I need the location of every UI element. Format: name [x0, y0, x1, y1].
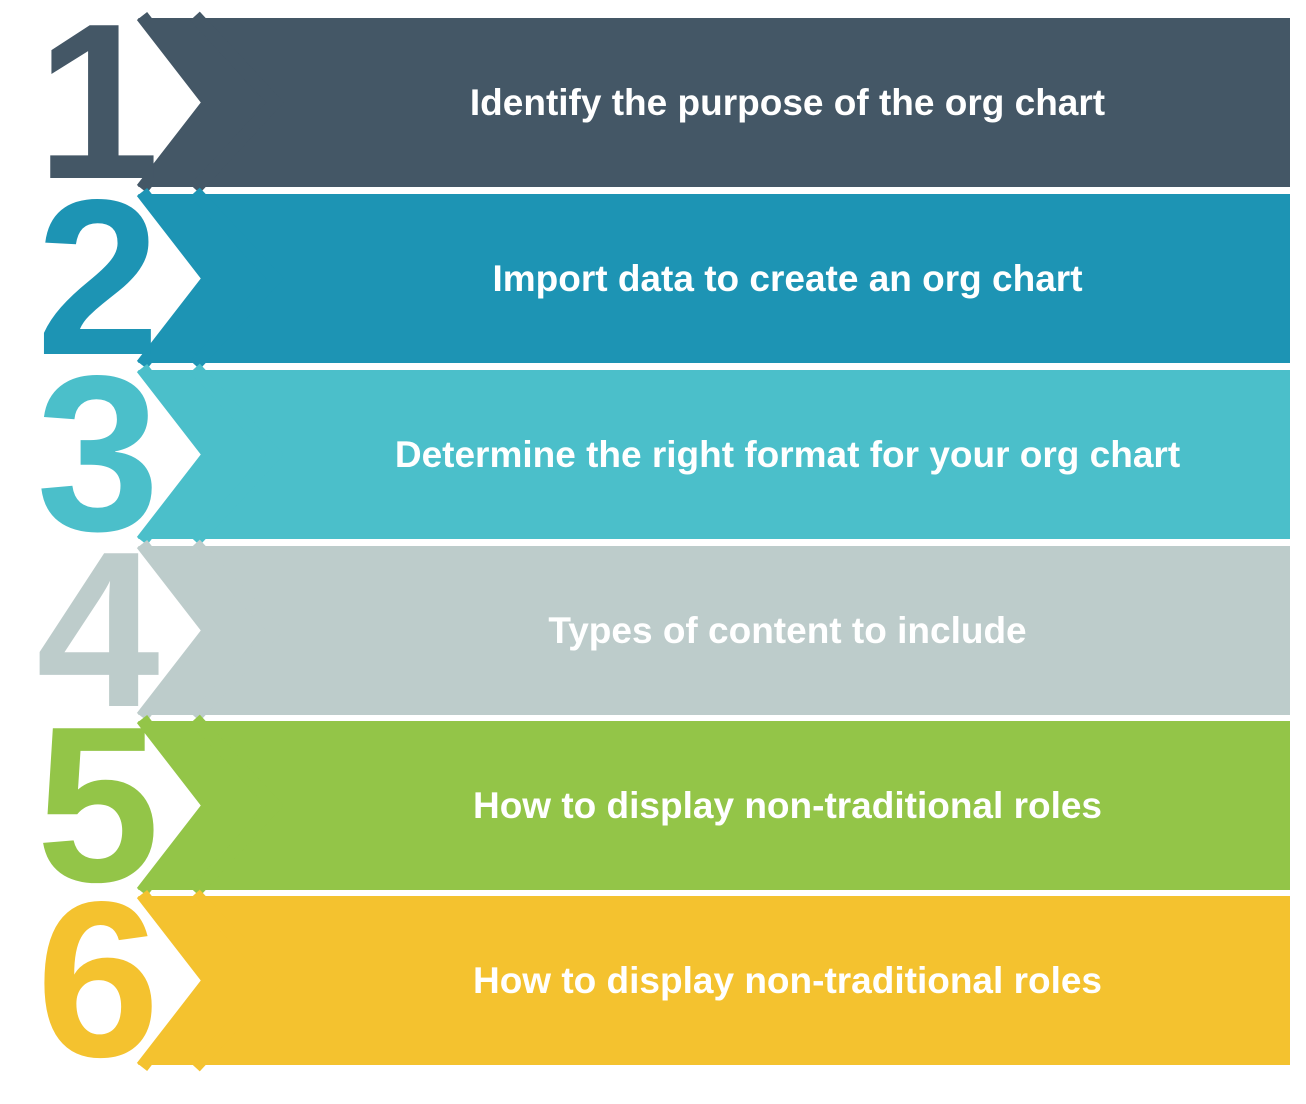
step-label: Import data to create an org chart [492, 258, 1083, 299]
step-banner [136, 539, 1290, 722]
step-label: How to display non-traditional roles [472, 785, 1103, 826]
step-banner [136, 714, 1290, 897]
step-number: 3 [36, 330, 159, 578]
step-4: 4 Types of content to include [0, 506, 1306, 754]
step-6: 6 How to display non-traditional roles [0, 856, 1306, 1104]
step-number: 4 [36, 506, 159, 754]
step-number: 2 [36, 154, 159, 402]
step-label: Determine the right format for your org … [394, 434, 1181, 475]
step-banner [136, 889, 1290, 1072]
step-number: 5 [36, 681, 159, 929]
step-label: Types of content to include [548, 610, 1027, 651]
step-banner [136, 11, 1290, 194]
step-label: How to display non-traditional roles [472, 960, 1103, 1001]
step-banner [136, 187, 1290, 370]
step-5: 5 How to display non-traditional roles [0, 681, 1306, 929]
step-1: 1 Identify the purpose of the org chart [0, 0, 1306, 226]
step-3: 3 Determine the right format for your or… [0, 330, 1306, 578]
step-number: 6 [36, 856, 159, 1104]
step-banner [136, 363, 1290, 546]
step-number: 1 [36, 0, 159, 226]
step-2: 2 Import data to create an org chart [0, 154, 1306, 402]
step-label: Identify the purpose of the org chart [469, 82, 1106, 123]
